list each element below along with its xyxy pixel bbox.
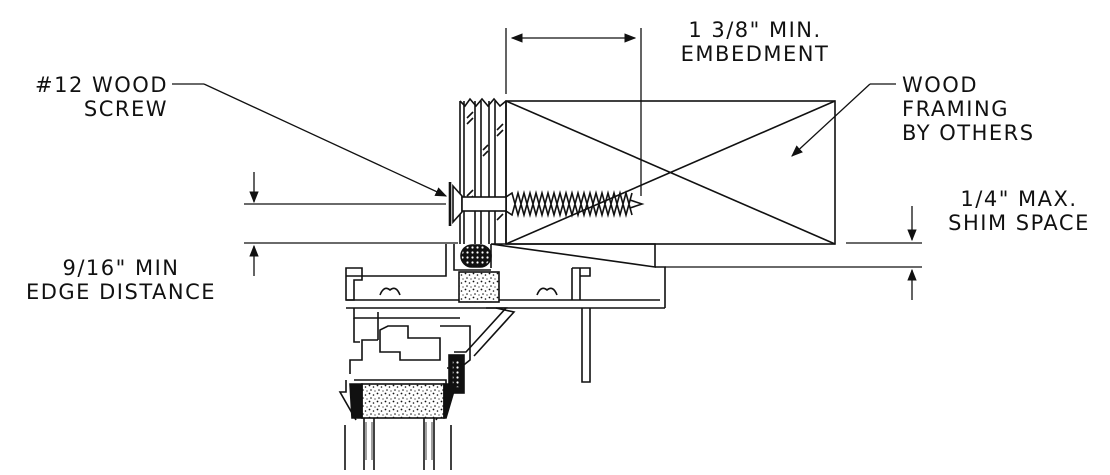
shim-wedge	[490, 243, 656, 268]
framing-label: WOOD FRAMING BY OTHERS	[902, 73, 1102, 145]
edge-distance-label: 9/16" MIN EDGE DISTANCE	[6, 256, 236, 304]
aluminum-frame	[345, 244, 666, 394]
embedment-label-line1: 1 3/8" MIN.	[688, 18, 822, 42]
edge-distance-label-line1: 9/16" MIN	[62, 256, 180, 280]
glazing-unit	[338, 379, 458, 470]
wood-framing-block	[505, 100, 836, 245]
shim-space-label-line1: 1/4" MAX.	[960, 187, 1078, 211]
shim-space-dimension	[665, 206, 922, 300]
framing-leader	[791, 83, 896, 157]
screw-label: #12 WOOD SCREW	[12, 73, 168, 121]
embedment-dimension	[505, 28, 642, 196]
backer-rod	[460, 244, 492, 268]
framing-label-line3: BY OTHERS	[902, 121, 1035, 145]
embedment-label-line2: EMBEDMENT	[680, 42, 830, 66]
screw-leader	[172, 83, 448, 197]
shim-space-label: 1/4" MAX. SHIM SPACE	[930, 187, 1108, 235]
sheathing-layers	[459, 97, 507, 244]
edge-distance-label-line2: EDGE DISTANCE	[25, 280, 217, 304]
framing-label-line1: WOOD	[902, 73, 978, 97]
embedment-label: 1 3/8" MIN. EMBEDMENT	[650, 18, 860, 66]
screw-label-line1: #12 WOOD	[35, 73, 168, 97]
wood-screw	[448, 182, 645, 226]
edge-distance-dimension	[244, 172, 458, 276]
screw-label-line2: SCREW	[83, 97, 168, 121]
shim-space-label-line2: SHIM SPACE	[948, 211, 1090, 235]
framing-label-line2: FRAMING	[902, 97, 1009, 121]
